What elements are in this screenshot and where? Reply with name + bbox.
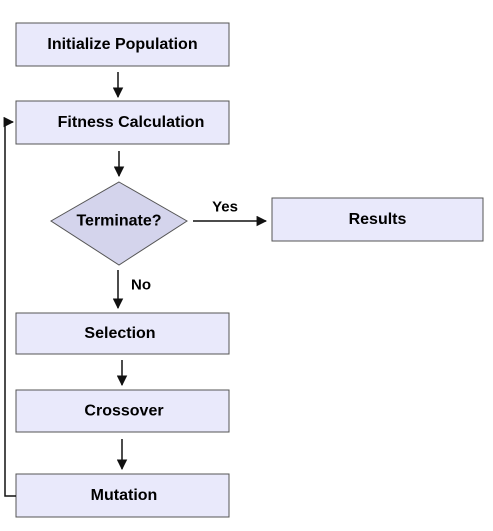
arrow-mutation-loop-to-fitness	[3, 116, 16, 497]
edge-label-no: No	[131, 277, 151, 294]
node-results: Results	[271, 197, 484, 242]
node-crossover-label: Crossover	[84, 403, 163, 420]
node-results-label: Results	[349, 211, 407, 228]
node-initialize-population: Initialize Population	[15, 22, 230, 67]
node-fitness-calculation-label: Fitness Calculation	[58, 114, 205, 131]
node-initialize-population-label: Initialize Population	[47, 36, 197, 53]
node-terminate-decision: Terminate?	[50, 181, 188, 266]
node-selection-label: Selection	[84, 325, 155, 342]
edge-label-yes: Yes	[212, 199, 238, 216]
node-mutation-label: Mutation	[91, 487, 158, 504]
node-fitness-calculation: Fitness Calculation	[15, 100, 230, 145]
node-mutation: Mutation	[15, 473, 230, 518]
node-terminate-label: Terminate?	[76, 213, 161, 230]
node-crossover: Crossover	[15, 389, 230, 433]
node-selection: Selection	[15, 312, 230, 355]
